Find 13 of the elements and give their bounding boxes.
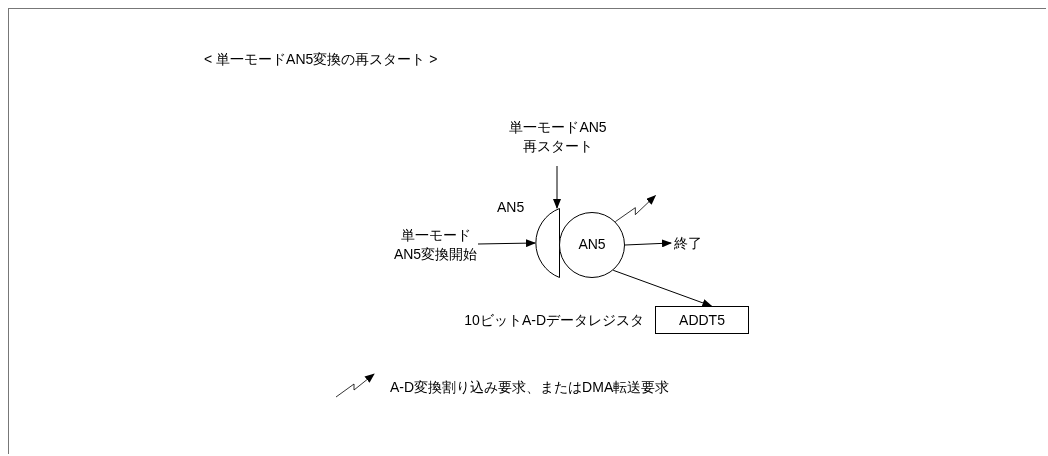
diagram-title: < 単一モードAN5変換の再スタート > — [204, 50, 438, 69]
arrow — [477, 239, 536, 248]
node-label: 終了 — [673, 234, 703, 253]
node-text: AN5 — [497, 198, 525, 217]
arrow — [624, 239, 672, 248]
arrow — [553, 165, 561, 209]
node-text: AN5 — [577, 235, 607, 254]
legend-text: A-D変換割り込み要求、またはDMA転送要求 — [390, 378, 670, 397]
arrow — [612, 269, 713, 307]
node-text: ADDT5 — [678, 311, 726, 330]
register-caption: 10ビットA-Dデータレジスタ — [464, 311, 644, 330]
node-label: 単一モードAN5再スタート — [508, 118, 608, 156]
node-label: 単一モードAN5変換開始 — [393, 226, 478, 264]
